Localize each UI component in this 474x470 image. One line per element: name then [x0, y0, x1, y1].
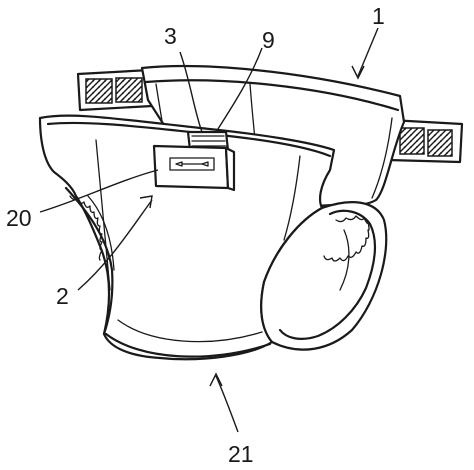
label-1: 1 [372, 3, 385, 29]
left-leg-ruffle [69, 195, 103, 261]
sensor-device [152, 144, 236, 192]
leader-3 [179, 51, 203, 133]
label-2: 2 [56, 283, 69, 309]
left-fastening-tape [76, 68, 154, 112]
leader-2 [77, 199, 153, 291]
label-21: 21 [228, 441, 254, 467]
arrow-21 [209, 372, 223, 387]
leader-1 [357, 27, 379, 77]
label-20: 20 [6, 205, 32, 231]
leader-lines [39, 27, 379, 433]
arrow-2 [139, 195, 153, 209]
leader-9 [215, 47, 263, 133]
arrow-1 [351, 65, 365, 80]
label-9: 9 [262, 27, 275, 53]
leader-20 [39, 169, 159, 213]
right-leg-opening [260, 201, 388, 351]
leader-21 [215, 375, 239, 433]
right-fastening-tape [386, 118, 464, 164]
label-3: 3 [164, 23, 177, 49]
